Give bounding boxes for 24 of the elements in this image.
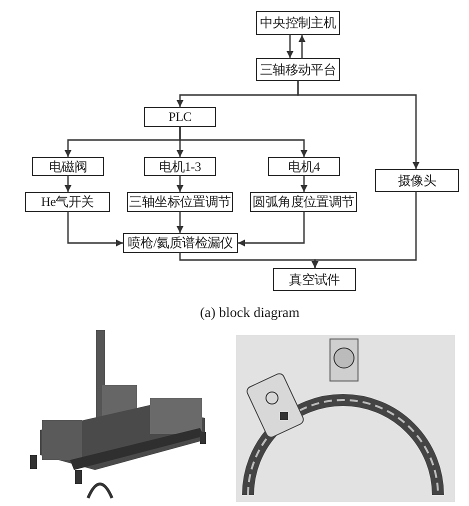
process-box: 三轴移动平台 (256, 58, 340, 81)
process-box: 电机4 (268, 157, 340, 176)
arrow (300, 176, 308, 192)
arrow (176, 212, 184, 233)
process-box: 摄像头 (375, 169, 459, 192)
process-box: 电磁阀 (32, 157, 104, 176)
arrow (67, 212, 123, 246)
arrow (297, 81, 420, 169)
process-box: 真空试件 (273, 268, 356, 291)
arrow (298, 35, 306, 58)
caption: (a) block diagram (200, 306, 300, 322)
arrow (312, 192, 417, 268)
arrow (286, 35, 294, 58)
process-box: 三轴坐标位置调节 (127, 192, 233, 212)
arrow (176, 176, 184, 192)
process-box: He气开关 (25, 192, 110, 212)
process-box: PLC (144, 107, 216, 127)
arrow (179, 127, 308, 157)
arrow (238, 212, 305, 246)
process-box: 圆弧角度位置调节 (250, 192, 357, 212)
process-box: 喷枪/氦质谱检漏仪 (123, 233, 238, 253)
arrow (64, 176, 72, 192)
process-box: 中央控制主机 (256, 11, 340, 35)
process-box: 电机1-3 (144, 157, 216, 176)
